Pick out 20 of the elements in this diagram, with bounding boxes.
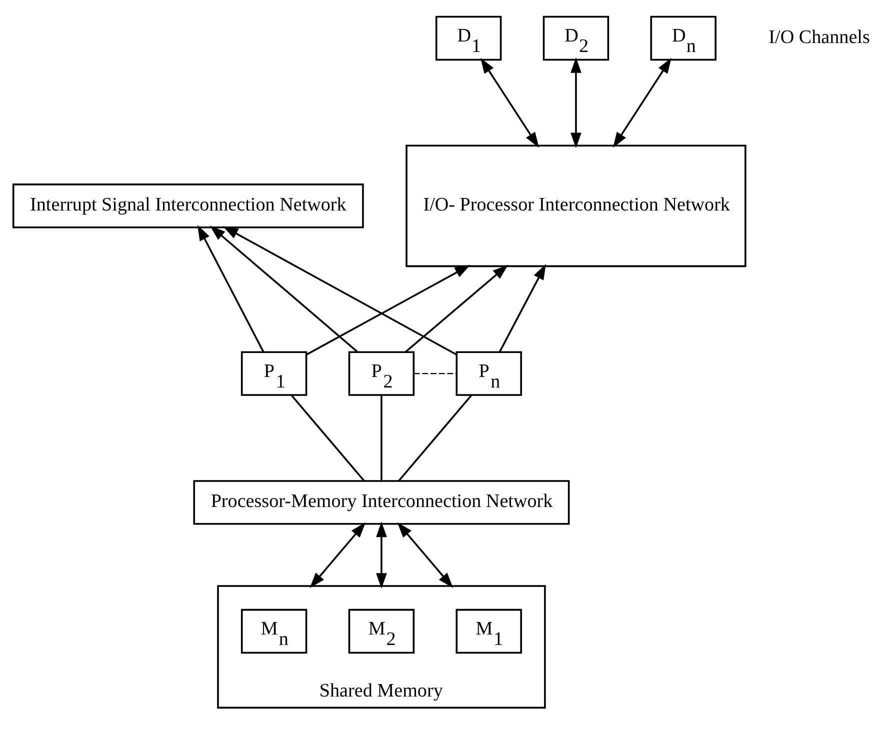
arrow: [376, 521, 387, 588]
arrow: [397, 522, 454, 588]
arrow: [570, 56, 582, 148]
connector: [380, 394, 382, 480]
node-box: Interrupt Signal Interconnection Network: [12, 183, 364, 228]
node-box: I/O- Processor Interconnection Network: [406, 144, 746, 267]
connector: [290, 394, 365, 481]
arrow: [480, 57, 539, 148]
label: I/O Channels: [768, 26, 870, 48]
connector: [398, 394, 472, 481]
node-box: Processor-Memory Interconnection Network: [193, 480, 570, 524]
connector: [414, 372, 457, 374]
arrow: [612, 57, 672, 148]
arrow: [405, 264, 508, 352]
arrow: [222, 226, 457, 355]
arrow: [210, 225, 358, 352]
arrow: [197, 224, 264, 352]
arrow: [306, 264, 470, 355]
arrow: [498, 264, 546, 352]
arrow: [310, 522, 366, 588]
